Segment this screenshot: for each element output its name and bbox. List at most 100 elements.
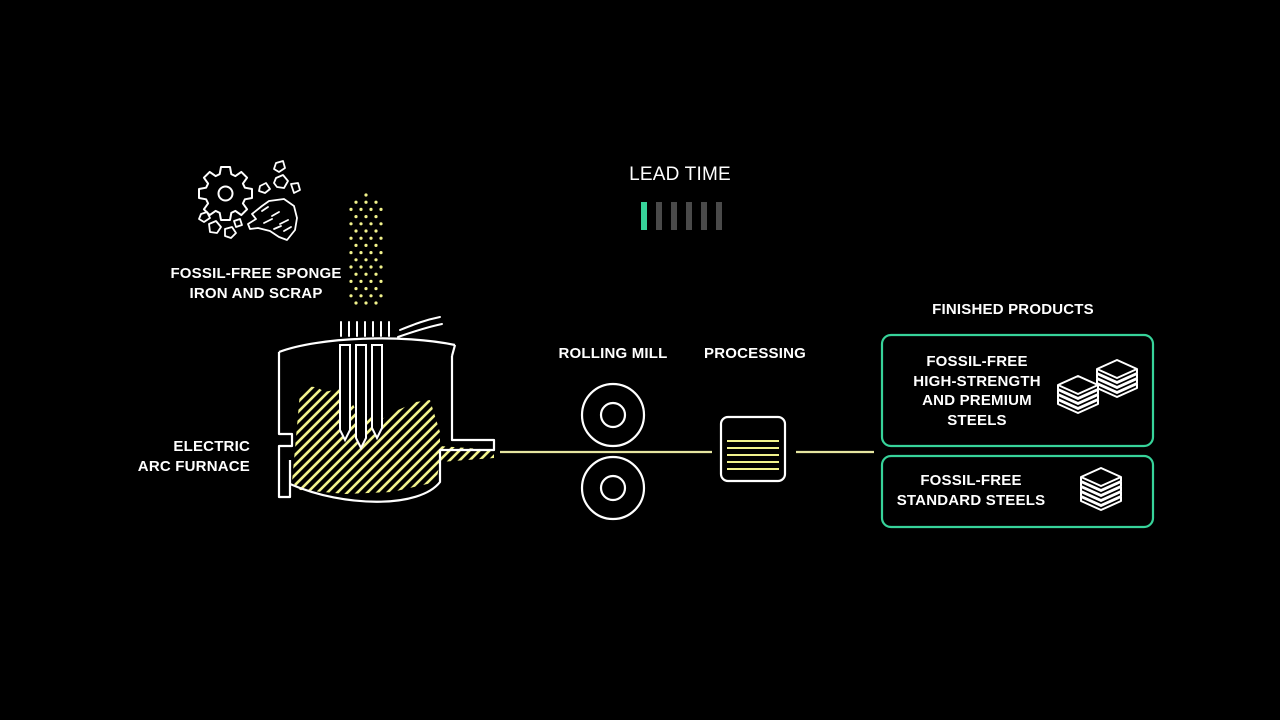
lead-time-segment-empty <box>686 202 692 230</box>
pellet-dot <box>359 251 363 255</box>
pellet-dot <box>349 294 353 298</box>
hatch-line <box>292 386 351 494</box>
pellet-dot <box>354 215 358 219</box>
pellet-dot <box>369 265 373 269</box>
processing-label: PROCESSING <box>703 345 807 362</box>
rolling-mill-label: ROLLING MILL <box>558 345 668 362</box>
pellet-dot <box>364 258 368 262</box>
pellet-dot <box>349 207 353 211</box>
pellet-dot <box>354 258 358 262</box>
product-premium-line2: HIGH-STRENGTH <box>913 372 1041 390</box>
pellet-dot <box>374 215 378 219</box>
pellet-dot <box>369 236 373 240</box>
pellet-dot <box>379 236 383 240</box>
product-standard-line1: FOSSIL-FREE <box>920 472 1022 489</box>
hatch-line <box>292 386 331 494</box>
pellet-dot <box>359 294 363 298</box>
hatch-line <box>329 386 451 494</box>
lead-time-segment-empty <box>716 202 722 230</box>
product-premium-line1: FOSSIL-FREE <box>926 353 1028 370</box>
product-box-premium <box>880 333 1155 448</box>
pellet-dot <box>349 236 353 240</box>
raw-material-label-line1: FOSSIL-FREE SPONGE <box>170 265 342 282</box>
product-premium-label: FOSSIL-FREE HIGH-STRENGTH AND PREMIUM ST… <box>900 352 1054 430</box>
product-standard-line2: STANDARD STEELS <box>896 491 1046 509</box>
gear-icon <box>198 166 253 221</box>
pellet-dot <box>359 207 363 211</box>
raw-material-label-line2: IRON AND SCRAP <box>189 285 323 302</box>
pellet-dot <box>364 200 368 204</box>
pellet-stream <box>349 193 383 305</box>
pellet-dot <box>349 222 353 226</box>
plate-edge <box>1080 476 1122 487</box>
product-premium-line4: STEELS <box>947 411 1007 429</box>
pellet-dot <box>369 207 373 211</box>
pellet-dot <box>369 279 373 283</box>
scrap-icon <box>198 160 301 239</box>
furnace-label-line1: ELECTRIC <box>173 438 250 455</box>
pellet-dot <box>354 301 358 305</box>
pellet-dot <box>354 200 358 204</box>
pellet-dot <box>379 294 383 298</box>
furnace-label: ELECTRIC ARC FURNACE <box>120 437 250 477</box>
furnace-label-line2: ARC FURNACE <box>137 458 250 475</box>
pellet-dot <box>369 251 373 255</box>
pellet-dot <box>374 200 378 204</box>
lead-time-segment-filled <box>641 202 647 230</box>
lead-time-segment-empty <box>656 202 662 230</box>
pellet-dot <box>354 272 358 276</box>
pellet-dot <box>374 243 378 247</box>
pellet-dot <box>349 251 353 255</box>
sponge-iron-pellets-icon <box>247 198 298 241</box>
molten-steel <box>292 386 494 494</box>
plate-edge <box>1096 368 1138 379</box>
pellet-dot <box>354 243 358 247</box>
pellet-dot <box>369 294 373 298</box>
pellet-dot <box>354 229 358 233</box>
lead-time-segment-empty <box>701 202 707 230</box>
double-plate-stack-icon <box>1057 359 1138 414</box>
product-standard-label: FOSSIL-FREE STANDARD STEELS <box>888 471 1054 510</box>
pellet-dot <box>364 272 368 276</box>
pellet-dot <box>379 207 383 211</box>
pellet-dot <box>374 229 378 233</box>
hatch-line <box>292 386 341 494</box>
lead-time-title: LEAD TIME <box>629 164 731 185</box>
pellet-dot <box>364 243 368 247</box>
pellet-dot <box>374 272 378 276</box>
finished-products-title: FINISHED PRODUCTS <box>932 301 1094 318</box>
pellet-dot <box>364 193 368 197</box>
pellet-dot <box>369 222 373 226</box>
pellet-dot <box>364 301 368 305</box>
pellet-dot <box>379 279 383 283</box>
electric-arc-furnace-icon <box>277 337 496 503</box>
pellet-dot <box>354 287 358 291</box>
pellet-dot <box>364 215 368 219</box>
product-premium-line3: AND PREMIUM <box>922 392 1032 409</box>
lead-time-segment-empty <box>671 202 677 230</box>
pellet-dot <box>349 265 353 269</box>
pellet-dot <box>374 287 378 291</box>
lead-time-indicator <box>641 202 722 230</box>
electrode-icon <box>340 316 443 338</box>
pellet-dot <box>379 251 383 255</box>
plate-edge <box>1057 384 1099 395</box>
pellet-dot <box>359 236 363 240</box>
pellet-dot <box>349 279 353 283</box>
pellet-dot <box>374 258 378 262</box>
pellet-dot <box>359 222 363 226</box>
pellet-dot <box>364 229 368 233</box>
roller-icon <box>580 382 646 521</box>
pellet-dot <box>374 301 378 305</box>
hatch-line <box>292 386 371 494</box>
pellet-dot <box>379 222 383 226</box>
raw-material-label: FOSSIL-FREE SPONGE IRON AND SCRAP <box>160 264 352 304</box>
plate-stack-icon <box>1080 467 1122 511</box>
pellet-dot <box>359 279 363 283</box>
pellet-dot <box>364 287 368 291</box>
pellet-dot <box>359 265 363 269</box>
hatch-line <box>309 386 431 494</box>
electrodes <box>339 344 383 451</box>
pellet-dot <box>379 265 383 269</box>
